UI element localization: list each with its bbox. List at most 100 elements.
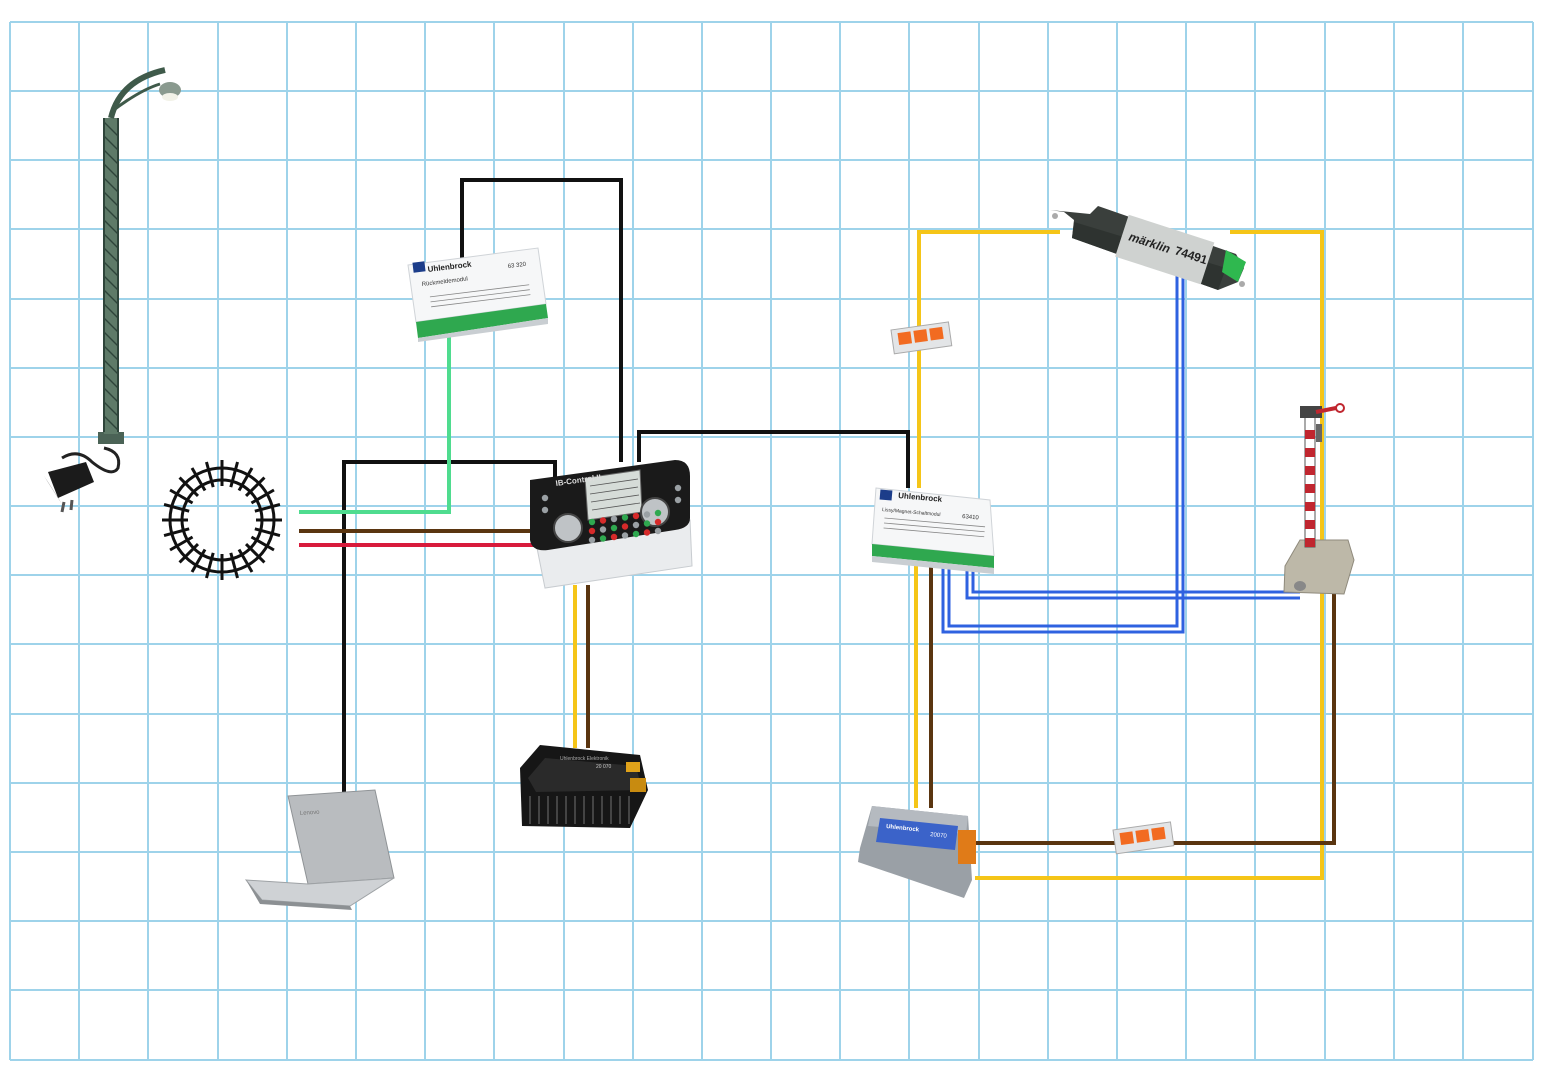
lamp-lattice-strut: [103, 275, 119, 291]
central-unit-key: [643, 520, 651, 527]
lamp-lattice-strut: [103, 177, 119, 193]
wire-yellow-decoder-right: [975, 230, 1324, 880]
central-unit-key: [541, 506, 549, 514]
track-tie: [244, 476, 266, 498]
signal-mast-band: [1305, 466, 1315, 475]
track-tie: [163, 503, 190, 513]
central-unit-key: [599, 517, 607, 524]
central-unit-key: [599, 526, 607, 533]
central-unit-key: [654, 509, 662, 517]
lamp-lattice-strut: [103, 191, 119, 207]
power-adapter-icon: [44, 446, 121, 513]
central-unit-key: [632, 512, 640, 520]
transformer-number: 20070: [930, 832, 948, 840]
track-tie: [237, 467, 254, 492]
switch-module-title: Lissy/Magnet-Schaltmodul: [882, 507, 941, 518]
signal-mast-band: [1305, 484, 1315, 493]
track-tie: [229, 552, 239, 579]
lamp-lattice-strut: [103, 289, 119, 305]
wire-blue-1: [941, 275, 1185, 634]
lamp-lattice-strut: [103, 233, 119, 249]
central-unit-key: [632, 521, 640, 529]
switch-module-brand: Uhlenbrock: [898, 491, 943, 504]
track-tie: [237, 548, 254, 573]
track-tie: [250, 488, 275, 505]
feedback-module-icon: Uhlenbrock Rückmeldemodul 63 320: [407, 247, 548, 342]
signal-mast-band: [1305, 502, 1315, 511]
track-tie: [190, 548, 207, 573]
track-tie: [163, 527, 190, 537]
wago-connector-icon: [890, 321, 953, 355]
transformer-black-icon: Uhlenbrock Elektronik 20 070: [520, 745, 648, 828]
lamp-lattice-strut: [103, 149, 119, 165]
central-unit-key: [541, 494, 549, 502]
lamp-lattice-strut: [103, 163, 119, 179]
central-unit-key: [674, 484, 682, 492]
lamp-lattice-strut: [103, 359, 119, 375]
track-tie: [229, 461, 239, 488]
booster-number: 20 070: [596, 764, 612, 770]
command-station-icon: IB-Control II: [530, 460, 693, 589]
track-tie: [254, 527, 281, 537]
wire-black-feedback-loop: [460, 178, 623, 462]
grid-background: [9, 21, 1534, 1061]
central-unit-key: [588, 536, 596, 544]
lamp-lattice-strut: [103, 317, 119, 333]
switch-module-number: 63410: [962, 514, 980, 521]
lamp-lattice-strut: [103, 303, 119, 319]
lamp-lattice-strut: [103, 135, 119, 151]
central-unit-key: [674, 496, 682, 504]
wire-blue-4: [971, 568, 1300, 594]
central-unit-key: [588, 518, 596, 526]
transformer-brand: Uhlenbrock: [886, 824, 920, 833]
wire-yellow-decoder-loop: [917, 230, 1060, 488]
track-circle-icon: [162, 460, 282, 580]
wire-green-track-feedback: [299, 336, 451, 514]
wire-blue-2: [947, 275, 1179, 628]
central-unit-key: [621, 523, 629, 530]
semaphore-signal-icon: [1283, 403, 1355, 595]
lamp-lattice-strut: [103, 415, 119, 431]
track-tie: [169, 535, 194, 552]
signal-mast-band: [1305, 430, 1315, 439]
central-unit-key: [610, 524, 618, 532]
lamp-lattice-strut: [103, 331, 119, 347]
feedback-module-title: Rückmeldemodul: [422, 276, 469, 288]
street-lamp-icon: [98, 67, 181, 444]
transformer-blue-icon: Uhlenbrock 20070: [858, 806, 976, 898]
lamp-lattice-strut: [103, 219, 119, 235]
lamp-lattice-strut: [103, 247, 119, 263]
track-tie: [178, 476, 200, 498]
lamp-lattice-strut: [103, 345, 119, 361]
track-tie: [254, 503, 281, 513]
track-tie: [244, 542, 266, 564]
central-unit-key: [654, 527, 662, 535]
wago-connector-icon: [1112, 821, 1175, 855]
track-tie: [190, 467, 207, 492]
lamp-lattice-strut: [103, 121, 119, 137]
track-tie: [205, 461, 215, 488]
lamp-lattice-strut: [103, 373, 119, 389]
track-tie: [169, 488, 194, 505]
wires: [299, 178, 1336, 880]
wire-black-central-switch: [637, 430, 910, 488]
lamp-lattice-strut: [103, 205, 119, 221]
track-tie: [250, 535, 275, 552]
feedback-module-number: 63 320: [508, 262, 528, 270]
central-unit-key: [632, 530, 640, 538]
central-unit-key: [610, 515, 618, 523]
lamp-lattice-strut: [103, 401, 119, 417]
central-unit-key: [643, 511, 651, 518]
booster-brand: Uhlenbrock Elektronik: [560, 756, 609, 762]
track-tie: [178, 542, 200, 564]
central-unit-key: [643, 529, 651, 536]
signal-mast-band: [1305, 520, 1315, 529]
central-unit-key: [621, 514, 629, 521]
central-unit-key: [621, 532, 629, 539]
central-unit-key: [599, 535, 607, 542]
laptop-brand: Lenovo: [300, 810, 321, 817]
central-unit-key: [588, 527, 596, 535]
lamp-lattice-strut: [103, 261, 119, 277]
wire-blue-3: [965, 568, 1300, 600]
